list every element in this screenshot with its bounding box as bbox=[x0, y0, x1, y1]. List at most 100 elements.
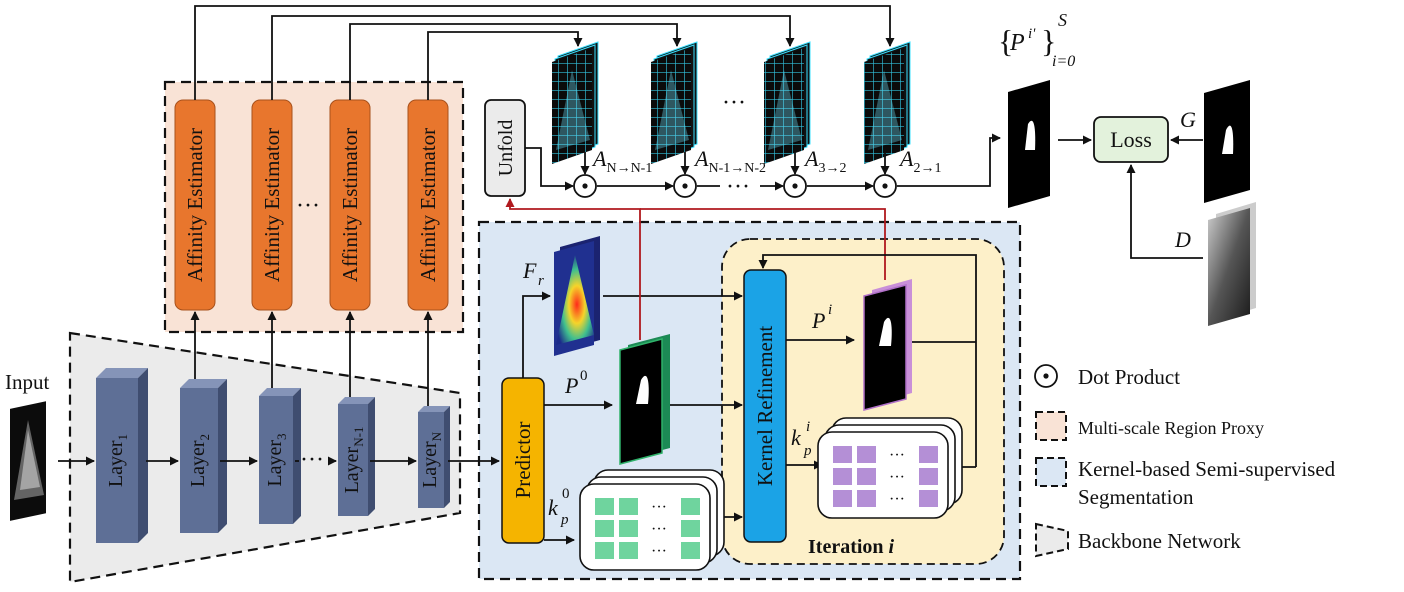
affinity-estimator-label: Affinity Estimator bbox=[416, 128, 440, 282]
dot-product-node-4 bbox=[873, 174, 897, 198]
p0-label: P 0 bbox=[564, 368, 588, 398]
layer-label-5: LayerN bbox=[419, 431, 444, 488]
svg-text:P: P bbox=[811, 308, 825, 333]
kernel-cell bbox=[919, 446, 938, 463]
svg-text:F: F bbox=[522, 258, 537, 283]
chain-ellipsis: ··· bbox=[726, 174, 750, 200]
kernel-cell bbox=[857, 468, 876, 485]
legend-region-proxy: Multi-scale Region Proxy bbox=[1035, 411, 1264, 441]
kernel-cell bbox=[681, 542, 700, 559]
kernel-cell bbox=[595, 498, 614, 515]
legend-region-proxy-label: Multi-scale Region Proxy bbox=[1078, 418, 1264, 438]
legend-backbone: Backbone Network bbox=[1035, 522, 1241, 558]
kernel-dots: ··· bbox=[651, 521, 667, 538]
legend-backbone-label: Backbone Network bbox=[1078, 529, 1241, 553]
svg-text:}: } bbox=[1041, 23, 1056, 59]
output-set-label: { P i' } S i=0 bbox=[998, 10, 1075, 70]
affinity-estimator-3: Affinity Estimator bbox=[329, 99, 371, 311]
layer-block-1: Layer1 bbox=[96, 368, 148, 543]
svg-text:P: P bbox=[1009, 30, 1025, 56]
kp0-label: k 0 p bbox=[548, 486, 570, 528]
affinity-map-3 bbox=[764, 41, 811, 164]
svg-text:0: 0 bbox=[562, 486, 570, 502]
initial-kernel-stack: ········· bbox=[579, 469, 725, 571]
affinity-map-4 bbox=[864, 41, 911, 164]
affinity-estimator-1: Affinity Estimator bbox=[174, 99, 216, 311]
kernel-refinement-box bbox=[743, 269, 787, 543]
kernel-dots: ··· bbox=[889, 491, 905, 508]
layer-block-2: Layer2 bbox=[180, 379, 227, 533]
affinity-estimator-label: Affinity Estimator bbox=[260, 128, 284, 282]
feature-heatmap bbox=[554, 236, 600, 356]
svg-text:i: i bbox=[806, 419, 810, 435]
legend: Dot Product Multi-scale Region Proxy Ker… bbox=[1034, 364, 1336, 558]
layer-label-2: Layer2 bbox=[187, 434, 212, 487]
affinity-estimator-label: Affinity Estimator bbox=[183, 128, 207, 282]
kernel-refinement-label: Kernel Refinement bbox=[753, 326, 777, 487]
backbone-layers: Layer1 Layer2 Layer3 LayerN-1 LayerN bbox=[58, 311, 450, 543]
pi-map bbox=[863, 279, 912, 411]
input-label: Input bbox=[5, 370, 49, 394]
affinity-maps bbox=[552, 41, 911, 164]
kernel-dots: ··· bbox=[889, 469, 905, 486]
affinity-map-1 bbox=[552, 41, 599, 164]
svg-text:k: k bbox=[548, 495, 559, 520]
predictor-label: Predictor bbox=[511, 422, 535, 499]
kernel-cell bbox=[857, 446, 876, 463]
affinity-label-4: A2→1 bbox=[898, 146, 941, 176]
grid-ellipsis: ··· bbox=[722, 90, 746, 116]
kernel-cell bbox=[919, 468, 938, 485]
p0-map bbox=[619, 334, 670, 465]
svg-text:i': i' bbox=[1028, 26, 1036, 42]
kernel-cell bbox=[833, 490, 852, 507]
svg-text:p: p bbox=[803, 443, 812, 459]
fr-label: F r bbox=[522, 258, 544, 289]
legend-dot-product: Dot Product bbox=[1034, 364, 1180, 389]
layer-label-3: Layer3 bbox=[264, 433, 289, 486]
input-image bbox=[10, 391, 54, 521]
layer-block-4: LayerN-1 bbox=[338, 397, 375, 516]
distance-label: D bbox=[1174, 227, 1191, 252]
estimator-to-grid-lines bbox=[194, 5, 895, 100]
affinity-map-2 bbox=[651, 41, 698, 164]
legend-semi-line1: Kernel-based Semi-supervised bbox=[1078, 457, 1336, 481]
estimator-ellipsis: ··· bbox=[296, 193, 320, 219]
kernel-cell bbox=[619, 520, 638, 537]
dot-product-node-2 bbox=[673, 174, 697, 198]
dot-product-node-1 bbox=[573, 174, 597, 198]
kernel-cell bbox=[833, 446, 852, 463]
kernel-cell bbox=[833, 468, 852, 485]
kernel-dots: ··· bbox=[651, 499, 667, 516]
iteration-label: Iteration i bbox=[808, 536, 895, 558]
affinity-estimator-label: Affinity Estimator bbox=[338, 128, 362, 282]
svg-text:i=0: i=0 bbox=[1052, 53, 1075, 70]
affinity-label-3: A3→2 bbox=[803, 146, 846, 176]
kernel-dots: ··· bbox=[889, 447, 905, 464]
legend-dot-product-label: Dot Product bbox=[1078, 365, 1180, 389]
ground-truth-map bbox=[1204, 80, 1250, 203]
svg-text:r: r bbox=[538, 273, 544, 289]
layer-block-5: LayerN bbox=[418, 406, 450, 508]
affinity-estimator-2: Affinity Estimator bbox=[251, 99, 293, 311]
kernel-cell bbox=[919, 490, 938, 507]
affinity-label-2: AN-1→N-2 bbox=[693, 146, 766, 176]
affinity-estimator-4: Affinity Estimator bbox=[407, 99, 449, 311]
gt-label: G bbox=[1180, 107, 1196, 132]
svg-text:p: p bbox=[560, 512, 569, 528]
distance-to-loss-arrow bbox=[1126, 164, 1203, 259]
legend-semi-supervised: Kernel-based Semi-supervised Segmentatio… bbox=[1035, 457, 1336, 509]
distance-map bbox=[1208, 202, 1256, 326]
kernel-cell bbox=[857, 490, 876, 507]
kernel-cell bbox=[595, 520, 614, 537]
loss-box bbox=[1093, 116, 1169, 163]
svg-text:i: i bbox=[828, 302, 832, 318]
svg-text:S: S bbox=[1058, 10, 1067, 30]
prediction-to-unfold-lines bbox=[505, 198, 886, 340]
kernel-cell bbox=[619, 542, 638, 559]
dot-product-node-3 bbox=[783, 174, 807, 198]
kpi-label: k i p bbox=[791, 419, 812, 459]
layer-block-3: Layer3 bbox=[259, 388, 301, 524]
svg-text:P: P bbox=[564, 373, 578, 398]
